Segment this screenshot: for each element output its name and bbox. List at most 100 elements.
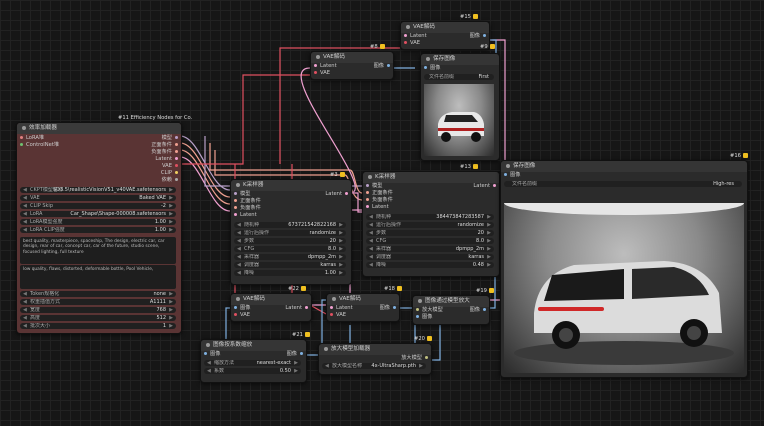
output-port[interactable]: 负面条件 (151, 149, 178, 156)
output-port[interactable]: Latent (325, 191, 348, 198)
output-port[interactable]: CLIP (161, 170, 178, 177)
input-port[interactable]: VAE (404, 40, 420, 47)
output-port[interactable]: 模型 (162, 135, 178, 142)
output-port[interactable]: 图像 (470, 307, 486, 314)
input-port[interactable]: Latent (234, 212, 257, 219)
input-port[interactable]: 负面条件 (234, 205, 261, 212)
input-port[interactable]: 图像 (504, 172, 520, 179)
output-port[interactable]: 图像 (380, 305, 396, 312)
input-port[interactable]: LoRA堆 (20, 135, 44, 142)
input-port[interactable]: 负面条件 (366, 197, 393, 204)
output-port[interactable]: VAE (162, 163, 178, 170)
output-port[interactable]: 正面条件 (151, 142, 178, 149)
node-title[interactable]: 效率加载器 (17, 123, 181, 134)
input-port[interactable]: VAE (330, 312, 346, 319)
vae-node-22[interactable]: VAE解码 图像 VAE Latent (230, 293, 312, 322)
minivan-image-icon (438, 112, 484, 142)
negative-prompt-textarea[interactable]: low quality, flaws, distorted, deformabl… (20, 265, 176, 289)
upscale-with-model-node-19[interactable]: 图像通过模型放大 放大模型 图像 图像 (412, 295, 490, 325)
input-port[interactable]: 正面条件 (234, 198, 261, 205)
input-port[interactable]: Latent (314, 63, 337, 70)
input-port[interactable]: 放大模型 (416, 307, 443, 314)
positive-prompt-textarea[interactable]: best quality, masterpiece, spaceship, Th… (20, 237, 176, 264)
vae-decode-node-15[interactable]: VAE解码 Latent VAE 图像 (400, 21, 490, 50)
node-title[interactable]: VAE解码 (327, 294, 399, 305)
output-port[interactable]: Latent (473, 183, 496, 190)
output-port[interactable]: Latent (285, 305, 308, 312)
output-port[interactable]: 依赖 (162, 177, 178, 184)
node-title[interactable]: 保存图像 (501, 161, 747, 172)
input-port[interactable]: 模型 (366, 183, 382, 190)
input-port[interactable]: Latent (330, 305, 353, 312)
node-title[interactable]: 图像按系数缩放 (201, 340, 306, 351)
input-port[interactable]: 图像 (424, 65, 440, 72)
input-port[interactable]: Latent (366, 204, 389, 211)
output-port[interactable]: 图像 (287, 351, 303, 358)
output-port[interactable]: 图像 (374, 63, 390, 70)
input-port[interactable]: 图像 (416, 314, 432, 321)
node-title[interactable]: 放大模型加载器 (319, 344, 431, 355)
input-port[interactable]: VAE (234, 312, 250, 319)
input-port[interactable]: Latent (404, 33, 427, 40)
node-title[interactable]: 保存图像 (421, 54, 499, 65)
node-title[interactable]: VAE解码 (231, 294, 311, 305)
node-title[interactable]: 图像通过模型放大 (413, 296, 489, 307)
output-port[interactable]: 放大模型 (401, 355, 428, 362)
minivan-image-icon (504, 203, 744, 365)
output-port[interactable]: Latent (155, 156, 178, 163)
input-port[interactable]: ControlNet堆 (20, 142, 59, 149)
preview-image[interactable] (504, 203, 744, 373)
node-title[interactable]: K采样器 (363, 172, 499, 183)
node-title[interactable]: VAE解码 (311, 52, 393, 63)
input-port[interactable]: 图像 (204, 351, 220, 358)
collapse-dot-icon[interactable] (22, 125, 26, 130)
input-port[interactable]: VAE (314, 70, 330, 77)
vae-decode-node-18[interactable]: VAE解码 Latent VAE 图像 (326, 293, 400, 322)
input-port[interactable]: 图像 (234, 305, 250, 312)
clip-skip-input[interactable]: ◀CLIP Skip-2▶ (20, 203, 176, 209)
input-port[interactable]: 模型 (234, 191, 250, 198)
efficiency-loader-node[interactable]: 效率加载器 LoRA堆 ControlNet堆 模型 正面条件 负面条件 Lat… (16, 122, 182, 334)
node-title[interactable]: VAE解码 (401, 22, 489, 33)
vae-decode-node-8[interactable]: VAE解码 Latent VAE 图像 (310, 51, 394, 80)
output-port[interactable]: 图像 (470, 33, 486, 40)
node-title[interactable]: K采样器 (231, 180, 351, 191)
preview-image[interactable] (424, 84, 494, 156)
input-port[interactable]: 正面条件 (366, 190, 393, 197)
